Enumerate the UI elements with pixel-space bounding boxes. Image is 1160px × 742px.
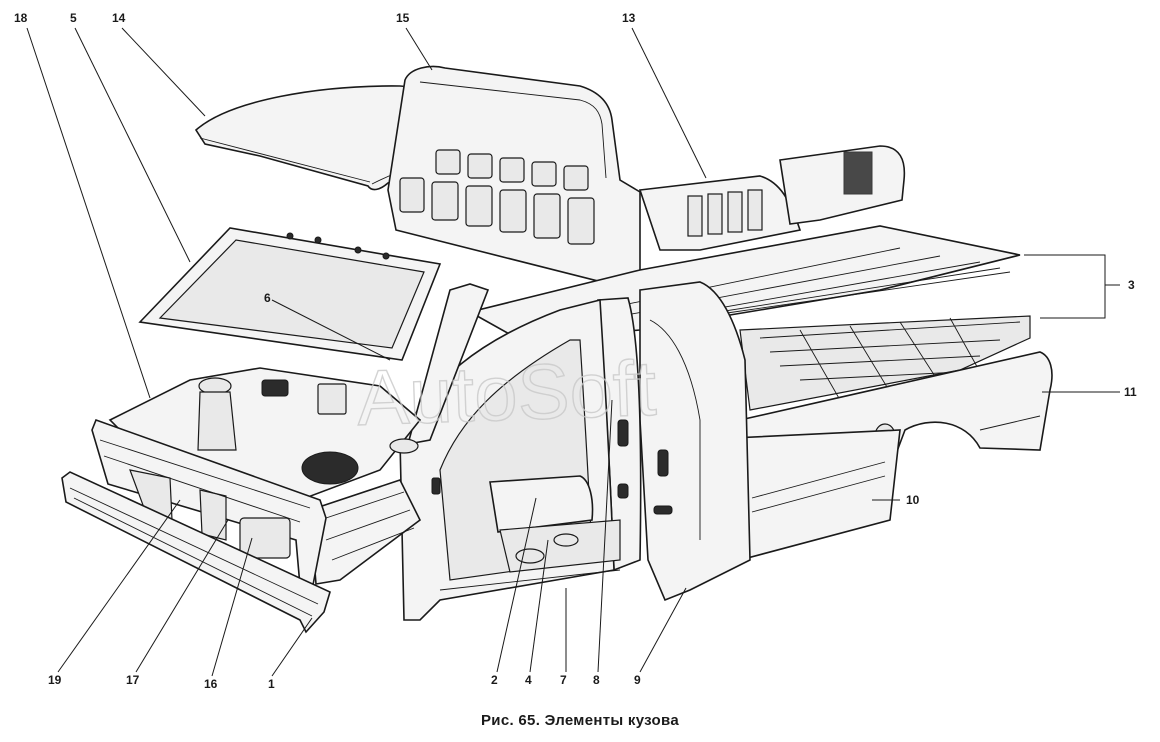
callout-7: 7 xyxy=(560,673,567,687)
callout-14: 14 xyxy=(112,11,126,25)
watermark: AutoSoft xyxy=(356,344,658,442)
callout-1: 1 xyxy=(268,677,275,691)
callout-16: 16 xyxy=(204,677,218,691)
windshield-frame xyxy=(138,227,442,361)
figure-caption: Рис. 65. Элементы кузова xyxy=(481,712,679,729)
sill-and-inner-panel xyxy=(439,475,621,591)
front-cross-member xyxy=(61,471,331,634)
floor-frame xyxy=(739,315,1031,411)
rear-panel-windows xyxy=(399,149,595,245)
cargo-bed-rear xyxy=(779,145,906,225)
callout-18: 18 xyxy=(14,11,28,25)
callout-5: 5 xyxy=(70,11,77,25)
callout-9: 9 xyxy=(634,673,641,687)
callout-10: 10 xyxy=(906,493,920,507)
callout-15: 15 xyxy=(396,11,410,25)
rear-cab-panel xyxy=(387,65,641,285)
callout-3: 3 xyxy=(1128,278,1135,292)
callout-8: 8 xyxy=(593,673,600,687)
callout-labels: 18 5 14 15 13 6 3 11 10 19 17 16 1 2 4 7… xyxy=(14,11,1137,691)
radiator-support xyxy=(91,418,327,592)
callout-17: 17 xyxy=(126,673,140,687)
callout-11: 11 xyxy=(1124,385,1137,399)
floor-tunnel xyxy=(638,175,802,251)
callout-6: 6 xyxy=(264,291,271,305)
callout-4: 4 xyxy=(525,673,532,687)
callout-2: 2 xyxy=(491,673,498,687)
b-pillar-frame xyxy=(639,281,751,602)
leader-lines xyxy=(26,27,1120,677)
callout-19: 19 xyxy=(48,673,62,687)
callout-13: 13 xyxy=(622,11,636,25)
